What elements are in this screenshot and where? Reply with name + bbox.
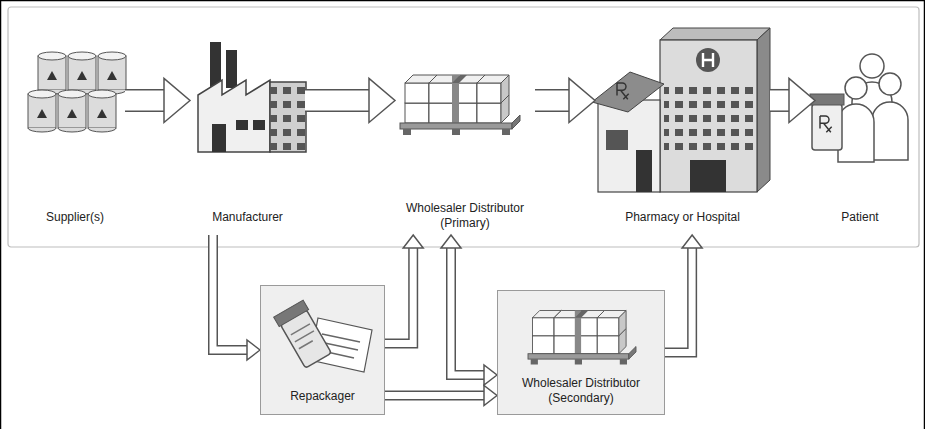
flow-arrow <box>125 78 190 122</box>
stage-node: Supplier(s) <box>25 40 125 235</box>
stage-label: Wholesaler Distributor (Secondary) <box>501 376 661 406</box>
stage-node: Manufacturer <box>190 40 305 235</box>
alternate-stage-box: Wholesaler Distributor (Secondary) <box>497 290 665 415</box>
stage-node: Wholesaler Distributor (Primary) <box>395 40 535 235</box>
box-fill <box>497 290 665 415</box>
alternate-flow-arrow <box>385 386 497 406</box>
flow-panel <box>8 7 919 247</box>
stage-label: Repackager <box>290 389 355 404</box>
alternate-flow-arrow <box>385 235 423 344</box>
alternate-flow-arrow <box>213 235 260 360</box>
alternate-flow-arrow <box>665 235 702 353</box>
patient-icon <box>810 54 908 162</box>
stage-node: Patient <box>815 40 905 235</box>
barrels-icon <box>28 52 126 132</box>
stage-label: Manufacturer <box>212 210 283 225</box>
flow-arrow <box>305 78 395 122</box>
box-fill <box>260 285 385 415</box>
flow-arrow <box>535 78 595 122</box>
pharmacy-hospital-icon <box>592 28 770 192</box>
pallet-icon <box>528 311 636 365</box>
stage-label: Pharmacy or Hospital <box>625 210 740 225</box>
factory-icon <box>198 42 306 152</box>
repackager-icon <box>274 300 372 372</box>
stage-label: Wholesaler Distributor (Primary) <box>399 201 531 231</box>
stage-label: Supplier(s) <box>46 210 104 225</box>
stage-label: Patient <box>841 210 878 225</box>
pallet-icon <box>400 75 520 135</box>
flow-arrow <box>770 78 815 122</box>
alternate-flow-arrow <box>441 235 497 385</box>
alternate-stage-box: Repackager <box>260 285 385 415</box>
stage-node: Pharmacy or Hospital <box>595 40 770 235</box>
